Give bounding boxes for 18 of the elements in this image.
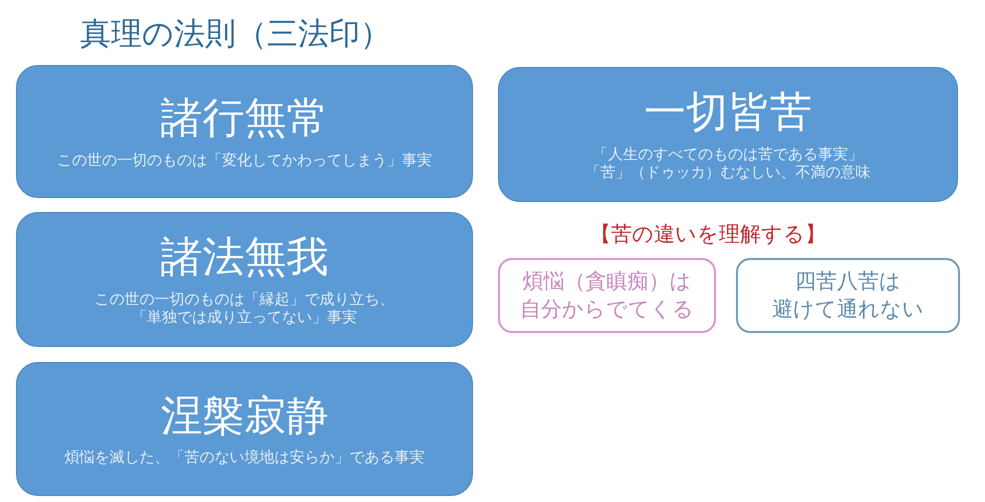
section-heading: 【苦の違いを理解する】 [590,222,826,248]
note-box [736,258,960,333]
card-heading: 涅槃寂静 [160,392,328,440]
card-description: この世の一切のものは「縁起」で成り立ち、「単独では成り立ってない」事実 [94,290,396,326]
note-text: 煩悩（貪瞋痴）は自分からでてくる [518,268,695,322]
concept-card [498,67,958,202]
note-text: 四苦八苦は避けて通れない [770,268,925,322]
diagram-title: 真理の法則（三法印） [80,16,391,54]
card-description: 煩悩を滅した、「苦のない境地は安らか」である事実 [64,448,424,466]
card-heading: 諸行無常 [160,94,328,143]
note-box [498,258,716,333]
card-description: 「人生のすべてのものは苦である事実」「苦」（ドゥッカ）むなしい、不満の意味 [584,144,872,181]
concept-card [16,212,473,347]
card-description: この世の一切のものは「変化してかわってしまう」事実 [57,150,432,169]
concept-card [16,65,473,198]
card-heading: 諸法無我 [160,233,328,282]
card-heading: 一切皆苦 [644,88,812,137]
concept-card [16,362,473,496]
